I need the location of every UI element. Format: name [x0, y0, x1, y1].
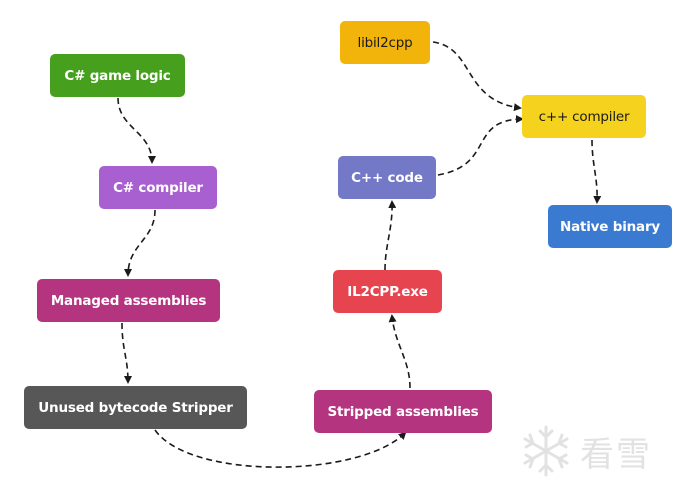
watermark: 看雪 [518, 420, 678, 482]
edge-csharp-compiler-to-managed-assemblies [124, 209, 156, 277]
node-unused-bytecode-stripper: Unused bytecode Stripper [24, 386, 247, 429]
node-csharp-compiler: C# compiler [99, 166, 217, 209]
node-libil2cpp: libil2cpp [340, 21, 430, 64]
node-stripped-assemblies: Stripped assemblies [314, 390, 492, 433]
node-managed-assemblies: Managed assemblies [37, 279, 220, 322]
edge-cpp-code-to-cpp-compiler [437, 115, 524, 176]
edge-managed-assemblies-to-stripper [121, 322, 132, 384]
node-csharp-game-logic: C# game logic [50, 54, 185, 97]
edge-game-logic-to-csharp-compiler [117, 97, 156, 164]
node-cpp-code: C++ code [338, 156, 436, 199]
edge-stripped-assemblies-to-il2cpp [388, 314, 411, 389]
edge-il2cpp-to-cpp-code [384, 200, 397, 271]
edge-cpp-compiler-to-native-binary [591, 139, 602, 204]
watermark-text: 看雪 [580, 434, 652, 475]
node-il2cpp-exe: IL2CPP.exe [333, 270, 442, 313]
snowflake-icon [523, 425, 569, 477]
node-native-binary: Native binary [548, 205, 672, 248]
edge-stripper-to-stripped-assemblies [154, 429, 407, 468]
edge-libil2cpp-to-cpp-compiler [432, 41, 522, 112]
node-cpp-compiler: c++ compiler [522, 95, 646, 138]
